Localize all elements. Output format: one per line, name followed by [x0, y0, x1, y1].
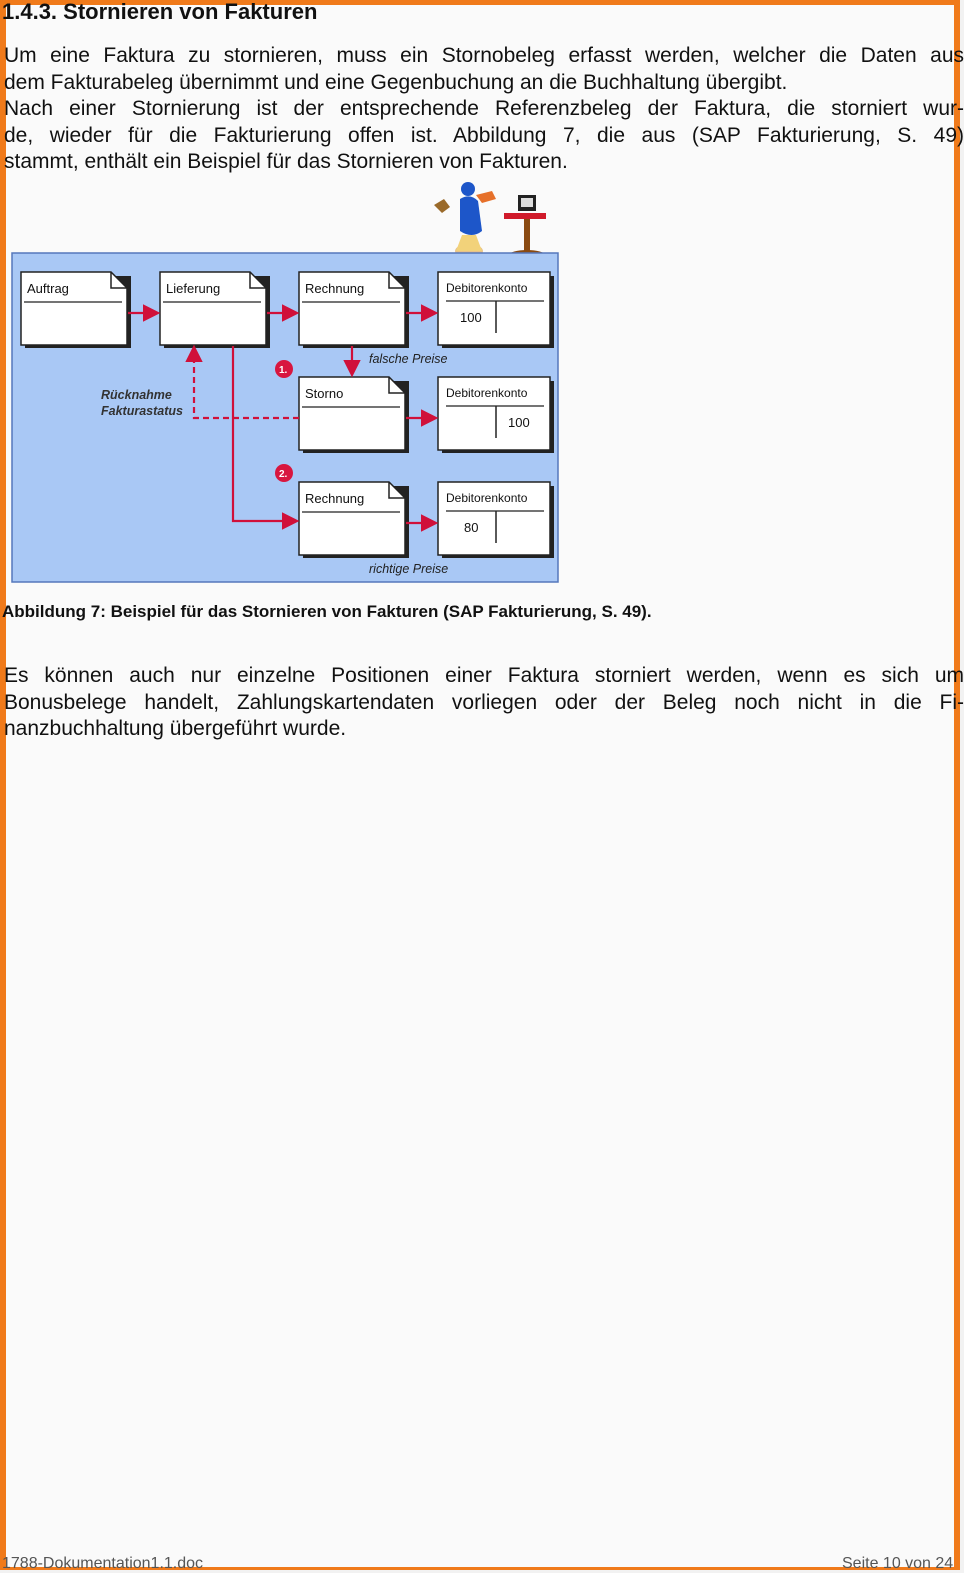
account-2-value: 100: [508, 415, 530, 430]
account-3-title: Debitorenkonto: [446, 491, 528, 505]
account-3-value: 80: [464, 520, 478, 535]
step-badge-1-label: 1.: [279, 365, 288, 376]
doc-lieferung: Lieferung: [159, 271, 270, 348]
label-fakturastatus: Fakturastatus: [101, 404, 183, 418]
step-badge-2-label: 2.: [279, 469, 288, 480]
account-1-title: Debitorenkonto: [446, 281, 528, 295]
flow-arrows: [128, 304, 439, 532]
doc-rechnung-1: Rechnung: [298, 271, 409, 348]
clipart-illustration: [434, 182, 546, 260]
doc-storno: Storno: [298, 376, 409, 453]
paragraph-1-line: dem Fakturabeleg übernimmt und eine Gege…: [4, 70, 788, 94]
doc-auftrag-label: Auftrag: [27, 281, 69, 296]
account-box-3: Debitorenkonto 80: [437, 481, 554, 558]
footer-page-number: Seite 10 von 24: [842, 1555, 954, 1572]
account-1-value: 100: [460, 310, 482, 325]
label-falsche-preise: falsche Preise: [369, 352, 448, 366]
paragraph-1: Um eine Faktura zu stornieren, muss ein …: [4, 43, 964, 176]
step-badge-1: 1.: [275, 360, 293, 378]
paragraph-1-line: Um eine Faktura zu stornieren, muss ein …: [4, 44, 964, 67]
doc-lieferung-label: Lieferung: [166, 281, 220, 296]
paragraph-1-line: de, wieder für die Fakturierung offen is…: [4, 123, 964, 147]
doc-auftrag: Auftrag: [20, 271, 131, 348]
paragraph-1-line: stammt, enthält ein Beispiel für das Sto…: [4, 150, 568, 174]
doc-storno-label: Storno: [305, 386, 343, 401]
figure-storno-diagram: Auftrag Lieferung Rechnung: [6, 181, 566, 591]
doc-rechnung-2: Rechnung: [298, 481, 409, 558]
doc-rechnung-1-label: Rechnung: [305, 281, 364, 296]
paragraph-2-line: Es können auch nur einzelne Positionen e…: [4, 664, 964, 687]
arrow-ruecknahme-dashed: [185, 344, 299, 420]
paragraph-2-line: nanzbuchhaltung übergeführt wurde.: [4, 717, 347, 741]
section-heading: 1.4.3. Stornieren von Fakturen: [2, 0, 318, 24]
account-box-1: Debitorenkonto 100: [437, 271, 554, 348]
figure-caption: Abbildung 7: Beispiel für das Stornieren…: [2, 602, 652, 621]
storno-diagram: Auftrag Lieferung Rechnung: [11, 182, 559, 583]
step-badge-2: 2.: [275, 464, 293, 482]
paragraph-2-line: Bonusbelege handelt, Zahlungskartendaten…: [4, 690, 964, 714]
label-richtige-preise: richtige Preise: [369, 562, 448, 576]
label-ruecknahme: Rücknahme: [101, 388, 172, 402]
doc-rechnung-2-label: Rechnung: [305, 491, 364, 506]
account-box-2: Debitorenkonto 100: [437, 376, 554, 453]
paragraph-2: Es können auch nur einzelne Positionen e…: [4, 663, 964, 743]
account-2-title: Debitorenkonto: [446, 386, 528, 400]
footer-filename: 1788-Dokumentation1.1.doc: [2, 1555, 204, 1572]
paragraph-1-line: Nach einer Stornierung ist der entsprech…: [4, 97, 964, 121]
arrow-lieferung-rechnung-2: [231, 346, 300, 530]
